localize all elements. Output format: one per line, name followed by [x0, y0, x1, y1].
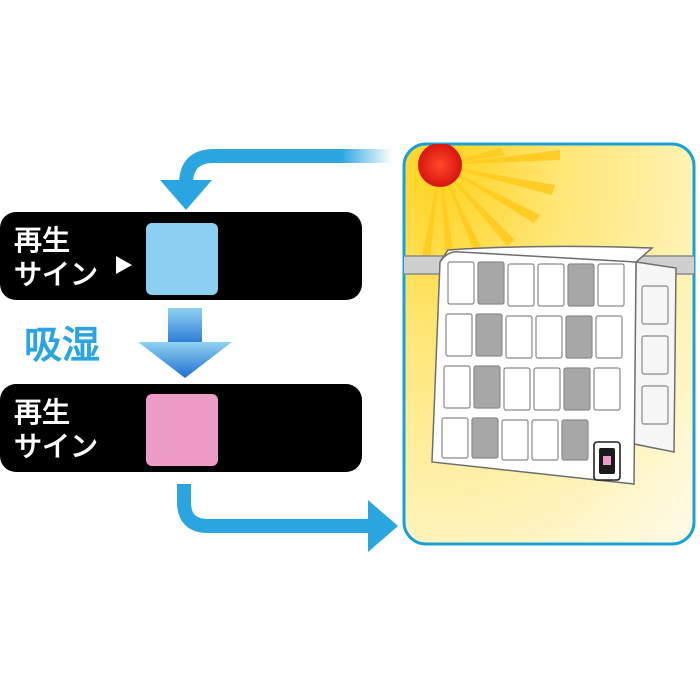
triangle-right-icon	[116, 256, 132, 274]
towel-back-grid	[641, 285, 669, 425]
regen-label-line2: サイン	[14, 430, 99, 463]
regen-sign-after: 再生 サイン	[0, 384, 362, 472]
pouch-grid	[441, 261, 625, 461]
regen-sign-before: 再生 サイン	[0, 212, 362, 300]
sun-rays	[422, 148, 560, 262]
pink-indicator-swatch	[146, 394, 218, 466]
blue-indicator-swatch	[146, 223, 218, 295]
regen-sign-label: 再生 サイン	[14, 396, 98, 464]
regen-label-line2: サイン	[14, 258, 99, 291]
arrow-down-icon	[138, 308, 232, 378]
regen-label-line1: 再生	[14, 224, 71, 257]
regen-label-line1: 再生	[14, 396, 71, 429]
drying-panel	[402, 142, 696, 546]
sun-icon	[418, 144, 462, 187]
regen-sign-label: 再生 サイン	[14, 224, 98, 292]
absorb-label: 吸湿	[24, 323, 101, 367]
indicator-tag	[593, 441, 621, 481]
forward-arrow	[177, 484, 398, 552]
return-arrow	[160, 149, 392, 210]
